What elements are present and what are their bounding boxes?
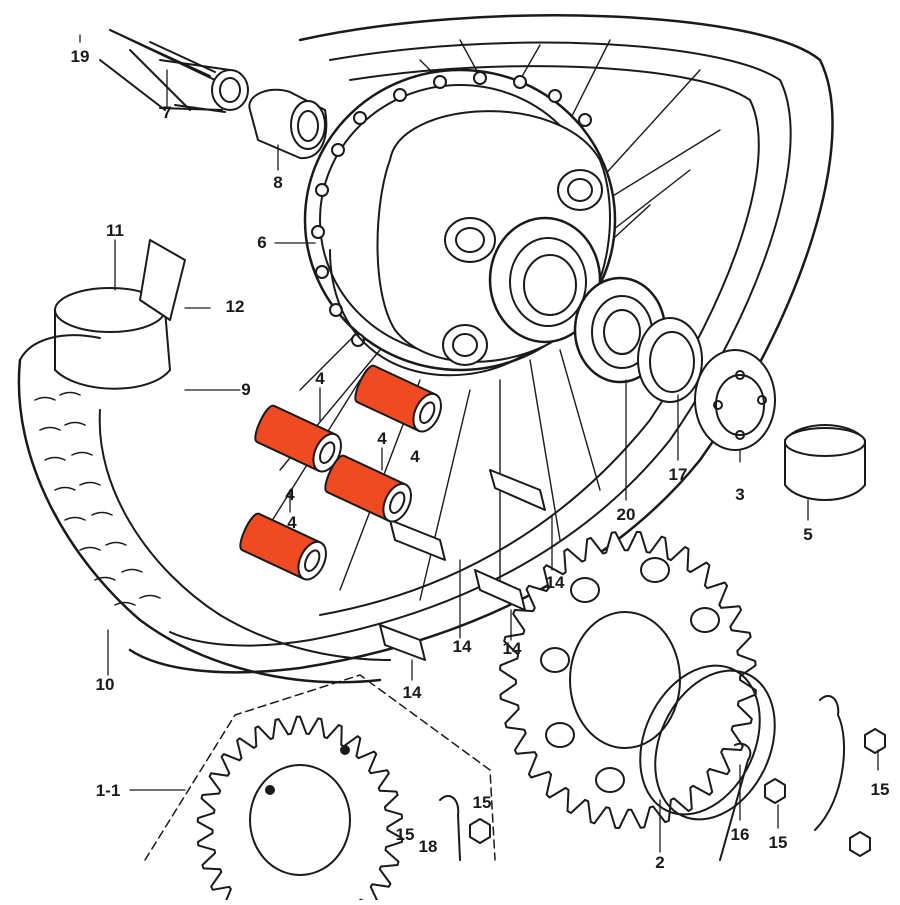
callout-15: 15 xyxy=(769,833,788,852)
rubber-dampers xyxy=(239,364,442,581)
lock-washer xyxy=(439,695,846,861)
tire xyxy=(17,334,391,684)
callout-15: 15 xyxy=(871,780,890,799)
callout-8: 8 xyxy=(273,173,282,192)
callout-15: 15 xyxy=(396,825,415,844)
axle-tube xyxy=(99,29,249,113)
callout-16: 16 xyxy=(731,825,750,844)
callout-20: 20 xyxy=(617,505,636,524)
callout-7: 7 xyxy=(162,103,171,122)
callout-18: 18 xyxy=(419,837,438,856)
callout-14: 14 xyxy=(546,573,565,592)
hub-body xyxy=(376,110,611,366)
sprocket xyxy=(499,530,757,830)
rubber-damper xyxy=(254,404,342,473)
callout-9: 9 xyxy=(241,380,250,399)
collar xyxy=(248,88,328,160)
alt-sprocket xyxy=(144,674,496,905)
oil-seal xyxy=(637,317,703,403)
callout-4: 4 xyxy=(377,429,387,448)
callout-10: 10 xyxy=(96,675,115,694)
distance-collar xyxy=(694,349,776,451)
callout-3: 3 xyxy=(735,485,744,504)
callout-11: 11 xyxy=(106,221,124,240)
spacer-sleeve xyxy=(784,424,866,501)
snap-ring xyxy=(639,664,776,821)
callout-6: 6 xyxy=(257,233,266,252)
callout-17: 17 xyxy=(669,465,688,484)
callout-12: 12 xyxy=(226,297,245,316)
callout-4: 4 xyxy=(287,513,297,532)
rubber-damper xyxy=(354,364,442,433)
callout-14: 14 xyxy=(453,637,472,656)
stud-bolts xyxy=(379,469,546,661)
callout-14: 14 xyxy=(503,639,522,658)
rubber-damper xyxy=(324,454,412,523)
callout-15: 15 xyxy=(473,793,492,812)
callout-1-1: 1-1 xyxy=(96,781,121,800)
callout-4: 4 xyxy=(410,447,420,466)
callout-labels: 19 7 8 6 11 12 9 4 4 4 4 4 20 17 3 5 14 14 14 14 10 1-1 15 15 15… xyxy=(71,47,890,872)
callout-14: 14 xyxy=(403,683,422,702)
callout-4: 4 xyxy=(285,485,295,504)
callout-19: 19 xyxy=(71,47,90,66)
callout-4: 4 xyxy=(315,369,325,388)
rubber-damper xyxy=(239,512,327,581)
leader-lines xyxy=(79,34,879,853)
callout-2: 2 xyxy=(655,853,664,872)
nuts xyxy=(469,728,886,857)
callout-5: 5 xyxy=(803,525,812,544)
inner-tube xyxy=(54,239,186,390)
